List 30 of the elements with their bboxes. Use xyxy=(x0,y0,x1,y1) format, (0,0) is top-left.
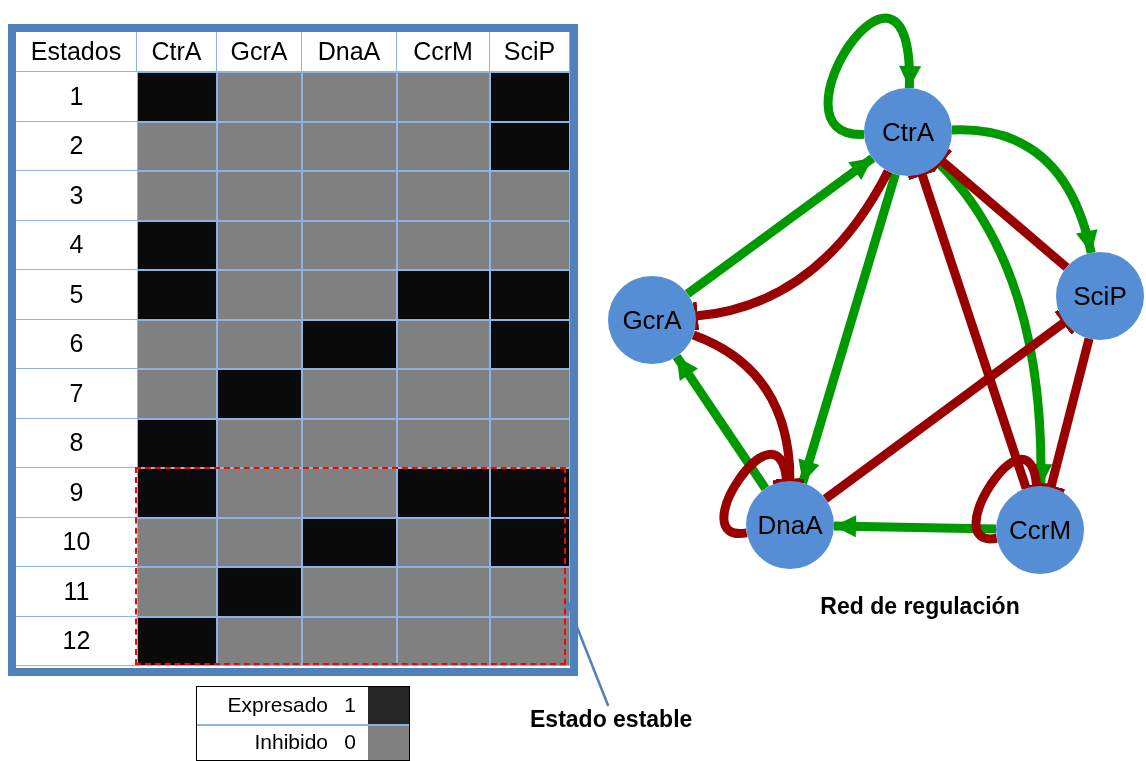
gene-node: DnaA xyxy=(746,481,834,569)
gene-node: CtrA xyxy=(864,88,952,176)
legend-label: Expresado xyxy=(226,691,328,718)
column-header: CtrA xyxy=(137,32,217,72)
gene-node: GcrA xyxy=(608,276,696,364)
inhibition-line xyxy=(691,330,806,484)
inhibition-line xyxy=(906,167,1031,490)
network-caption: Red de regulación xyxy=(819,591,1021,621)
gene-node: SciP xyxy=(1056,252,1144,340)
leader-arrow xyxy=(564,598,610,707)
gene-node: CcrM xyxy=(996,486,1084,574)
activation-arrow xyxy=(798,172,900,485)
activation-arrow xyxy=(684,154,876,298)
column-header: Estados xyxy=(16,32,137,72)
inhibition-line xyxy=(719,450,803,538)
inhibition-line xyxy=(692,169,892,332)
highlight-box xyxy=(135,467,566,665)
annotation-text: Estado estable xyxy=(530,706,693,733)
column-header: SciP xyxy=(490,32,570,72)
column-header: DnaA xyxy=(302,32,397,72)
column-header: CcrM xyxy=(397,32,490,72)
column-header: GcrA xyxy=(217,32,302,72)
legend-label: Inhibido xyxy=(253,728,328,755)
inhibition-line xyxy=(822,308,1075,503)
activation-arrow xyxy=(951,125,1097,254)
activation-arrow xyxy=(823,14,920,139)
activation-arrow xyxy=(833,515,997,538)
activation-arrow xyxy=(672,353,770,492)
legend-value: 1 xyxy=(343,691,357,718)
legend-value: 0 xyxy=(343,728,357,755)
